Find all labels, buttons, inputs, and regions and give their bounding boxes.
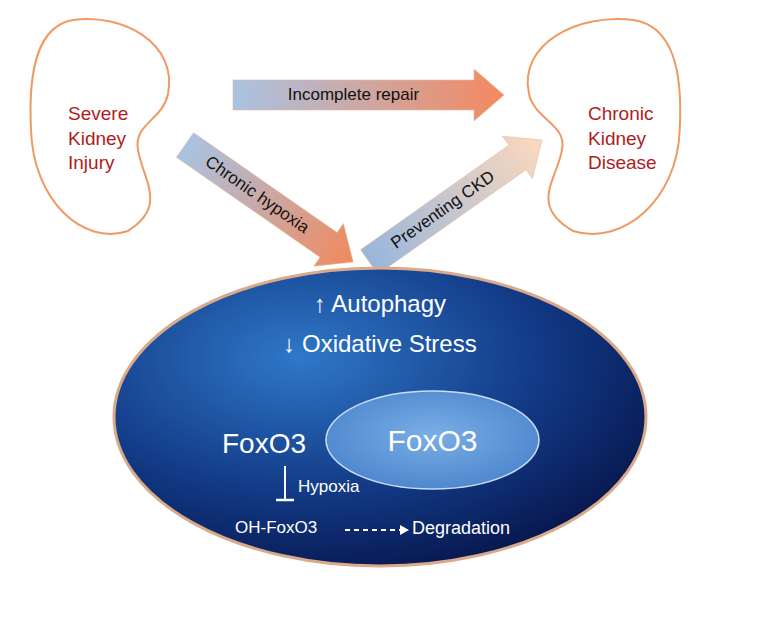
kidney-shape: Chronic Kidney Disease [518, 18, 683, 236]
dashed-arrow [345, 529, 400, 531]
kidney-shape: Severe Kidney Injury [28, 18, 178, 236]
kidney-label: Chronic Kidney Disease [588, 102, 657, 176]
effect-label: ↓ Oxidative Stress [112, 328, 648, 359]
arrow-head [400, 525, 409, 535]
block-arrow [176, 133, 353, 267]
arrow-label: Incomplete repair [288, 85, 419, 105]
protein-label: FoxO3 [387, 421, 477, 460]
block-arrow [361, 136, 542, 274]
node-outline [518, 18, 683, 236]
arrow-label: Preventing CKD [388, 166, 499, 253]
protein-ellipse: FoxO3 [325, 390, 540, 490]
pathway-ellipse: ↑ Autophagy ↓ Oxidative StressFoxO3 [112, 266, 648, 568]
inhibition-bar [276, 499, 294, 502]
inhibition-line [284, 466, 286, 500]
node-outline [28, 18, 178, 236]
arrow-label: Chronic hypoxia [201, 152, 312, 238]
kidney-label: Severe Kidney Injury [68, 102, 128, 176]
ellipse-outline [326, 391, 539, 489]
kidney-outline [30, 19, 169, 234]
block-arrow [233, 69, 504, 121]
kidney-outline [528, 19, 681, 234]
effect-label: ↑ Autophagy [112, 288, 648, 319]
